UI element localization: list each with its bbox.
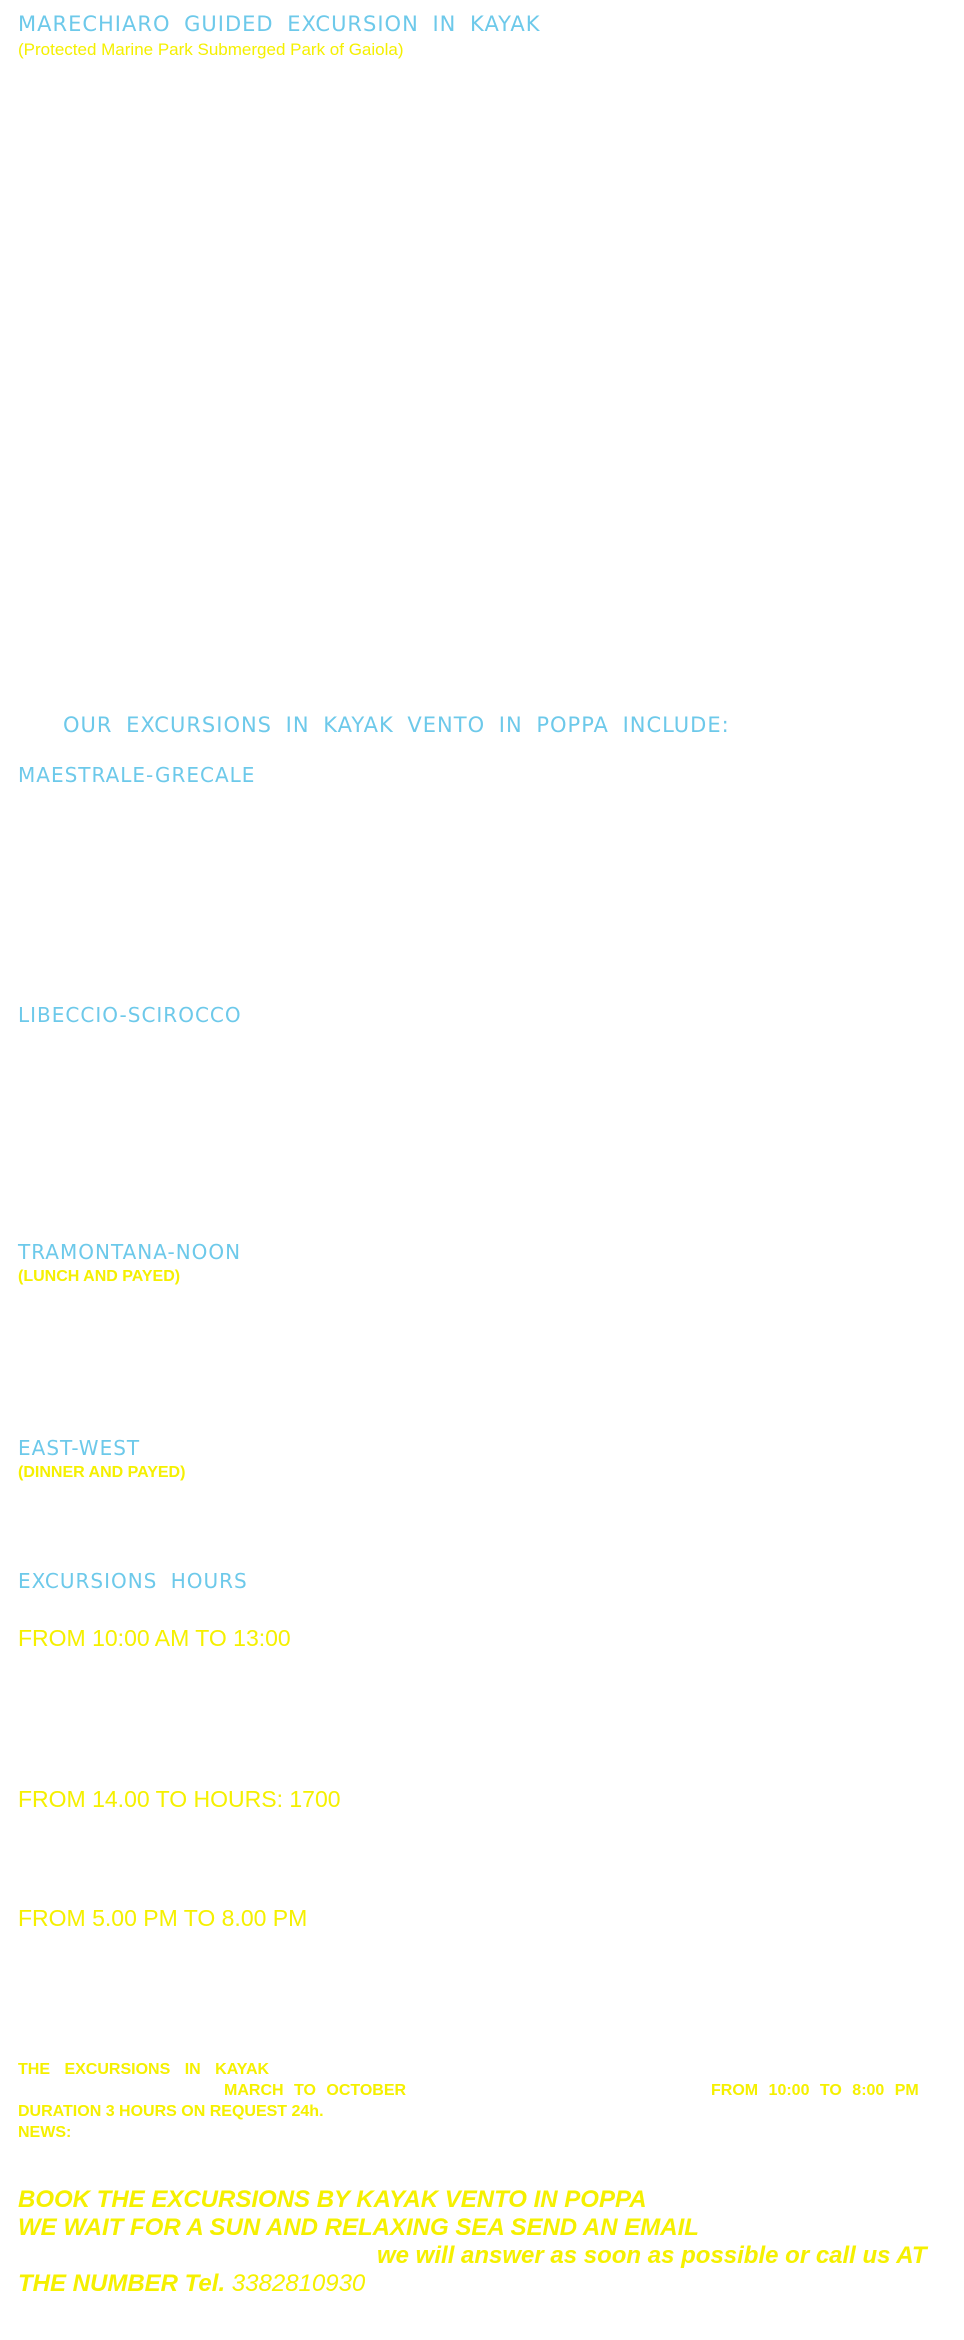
booking-line-4: THE NUMBER Tel. 3382810930 [18,2270,365,2298]
booking-line-1: BOOK THE EXCURSIONS BY KAYAK VENTO IN PO… [18,2186,647,2213]
booking-number-label: THE NUMBER Tel. [18,2270,226,2297]
hours-slot-morning: FROM 10:00 AM TO 13:00 [18,1625,291,1651]
excursion-tramontana-noon: TRAMONTANA-NOON [18,1240,242,1264]
booking-line-3: we will answer as soon as possible or ca… [377,2242,927,2269]
phone-number[interactable]: 3382810930 [231,2270,366,2297]
hours-slot-evening: FROM 5.00 PM TO 8.00 PM [18,1905,308,1931]
booking-line-2: WE WAIT FOR A SUN AND RELAXING SEA SEND … [18,2214,699,2241]
news-label: NEWS: [18,2124,72,2141]
excursion-libeccio-scirocco: LIBECCIO-SCIROCCO [18,1003,242,1027]
page-title: MARECHIARO GUIDED EXCURSION IN KAYAK [18,12,541,36]
season-duration: DURATION 3 HOURS ON REQUEST 24h. [18,2103,324,2120]
season-months: MARCH TO OCTOBER [224,2082,407,2099]
excursion-east-west-note: (DINNER AND PAYED) [18,1464,186,1481]
excursion-maestrale-grecale: MAESTRALE-GRECALE [18,763,256,787]
includes-heading: OUR EXCURSIONS IN KAYAK VENTO IN POPPA I… [63,713,730,737]
page-subtitle: (Protected Marine Park Submerged Park of… [18,40,404,59]
excursion-east-west: EAST-WEST [18,1436,141,1460]
season-line: THE EXCURSIONS IN KAYAK [18,2061,270,2078]
hours-slot-afternoon: FROM 14.00 TO HOURS: 1700 [18,1786,341,1812]
season-time: FROM 10:00 TO 8:00 PM [711,2082,919,2099]
excursion-tramontana-note: (LUNCH AND PAYED) [18,1268,181,1285]
hours-heading: EXCURSIONS HOURS [18,1569,248,1593]
